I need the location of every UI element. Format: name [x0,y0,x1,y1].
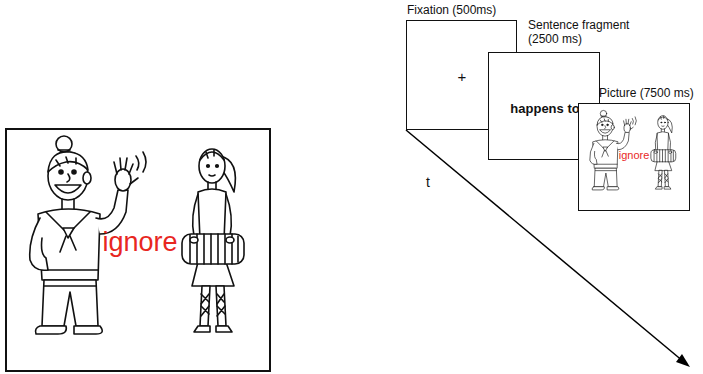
stimulus-picture: ignore [5,128,271,372]
frame-heading: Sentence fragment (2500 ms) [528,19,640,47]
frame-heading: Fixation (500ms) [407,4,496,18]
sentence-fragment: happens to [510,102,579,117]
target-word: ignore [619,149,650,162]
children-drawing [30,136,244,334]
frame-heading: Picture (7500 ms) [599,87,694,101]
fixation-cross: + [458,68,467,85]
children-drawing [590,110,676,190]
trial-frame: Picture (7500 ms)ignore [578,103,690,211]
time-label: t [426,174,430,190]
time-axis-arrowhead [676,354,690,367]
target-word: ignore [102,227,177,258]
